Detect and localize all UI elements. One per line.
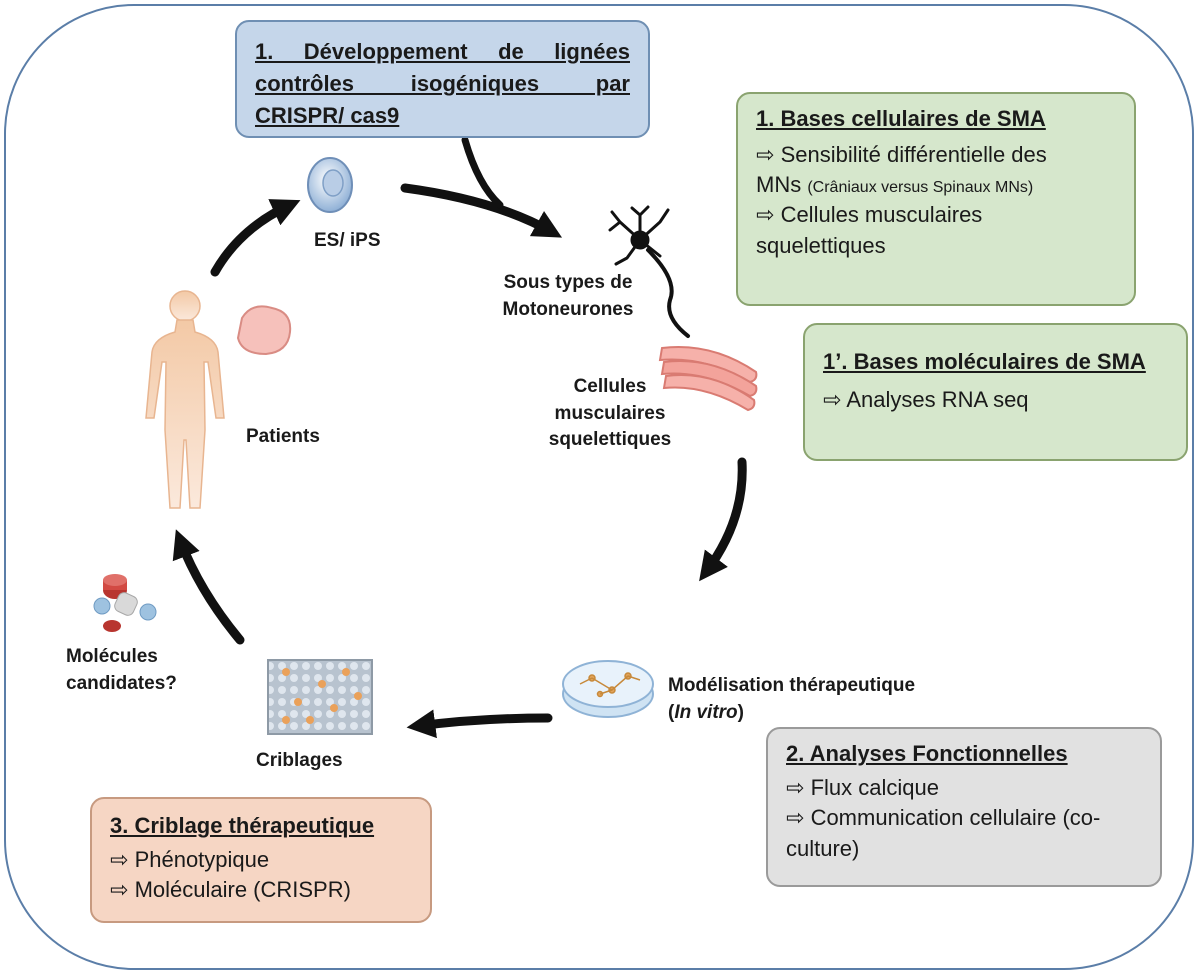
therapeutic-screening-title: 3. Criblage thérapeutique bbox=[110, 813, 375, 838]
arrow-bullet-icon: ⇨ bbox=[823, 387, 842, 413]
cellular-item-1b: MNs bbox=[756, 172, 802, 198]
functional-item-2a: Communication cellulaire (co- bbox=[810, 805, 1101, 831]
label-modeling-line-2: (In vitro) bbox=[668, 701, 744, 723]
label-modeling-in-vitro: In vitro bbox=[674, 701, 738, 723]
functional-item-1: Flux calcique bbox=[810, 774, 939, 800]
functional-analyses-title: 2. Analyses Fonctionnelles bbox=[786, 741, 1068, 766]
arrow-screening-to-patients bbox=[172, 529, 245, 645]
patient-cell-icon bbox=[236, 305, 292, 356]
label-modeling-line-1: Modélisation thérapeutique bbox=[668, 675, 916, 696]
arrow-bullet-icon: ⇨ bbox=[786, 775, 805, 801]
arrow-muscle-to-modeling bbox=[699, 457, 747, 582]
crispr-box: 1. Développement de lignées contrôles is… bbox=[235, 20, 650, 138]
functional-analyses-box: 2. Analyses Fonctionnelles ⇨ Flux calciq… bbox=[766, 727, 1162, 887]
outer-frame bbox=[4, 4, 1194, 970]
arrow-bullet-icon: ⇨ bbox=[756, 142, 775, 168]
cellular-item-2b: squelettiques bbox=[756, 232, 886, 258]
molecular-bases-box: 1’. Bases moléculaires de SMA ⇨ Analyses… bbox=[803, 323, 1188, 461]
label-patients: Patients bbox=[246, 426, 320, 447]
label-muscle-line-2: musculaires bbox=[554, 402, 666, 424]
label-molecules-line-2: candidates? bbox=[66, 672, 177, 694]
screening-plate-icon bbox=[267, 659, 373, 735]
functional-item-2b: culture) bbox=[786, 836, 860, 862]
label-modeling: Modélisation thérapeutique (In vitro) bbox=[668, 673, 915, 726]
muscle-fibers-icon bbox=[658, 346, 758, 412]
label-muscle-cells: Cellules musculaires squelettiques bbox=[520, 374, 700, 454]
crispr-title-line-1: 1. Développement de lignées bbox=[255, 39, 630, 64]
screening-item-1: Phénotypique bbox=[134, 846, 270, 872]
cellular-bases-box: 1. Bases cellulaires de SMA ⇨ Sensibilit… bbox=[736, 92, 1136, 306]
candidate-molecules-icon bbox=[93, 574, 157, 632]
label-molecules-line-1: Molécules bbox=[66, 646, 158, 667]
arrow-crispr-to-cycle bbox=[461, 136, 504, 209]
stem-cell-icon bbox=[307, 157, 353, 213]
petri-dish-icon bbox=[562, 660, 654, 718]
molecular-bases-title: 1’. Bases moléculaires de SMA bbox=[823, 349, 1146, 374]
cellular-item-1a: Sensibilité différentielle des bbox=[780, 141, 1047, 167]
label-motoneurons-line-1: Sous types de bbox=[503, 272, 633, 293]
label-motoneurons: Sous types de Motoneurones bbox=[478, 270, 658, 323]
cellular-item-1-small: (Crâniaux versus Spinaux MNs) bbox=[807, 179, 1034, 197]
therapeutic-screening-box: 3. Criblage thérapeutique ⇨ Phénotypique… bbox=[90, 797, 432, 923]
cellular-item-2a: Cellules musculaires bbox=[780, 202, 983, 228]
arrow-bullet-icon: ⇨ bbox=[786, 806, 805, 832]
label-criblages: Criblages bbox=[256, 750, 343, 771]
arrow-bullet-icon: ⇨ bbox=[110, 878, 129, 904]
arrow-ips-to-motoneurons bbox=[400, 183, 563, 238]
molecular-item-1: Analyses RNA seq bbox=[846, 386, 1029, 412]
motor-neuron-icon bbox=[608, 205, 690, 338]
arrow-bullet-icon: ⇨ bbox=[756, 203, 775, 229]
label-candidate-molecules: Molécules candidates? bbox=[66, 644, 177, 697]
label-motoneurons-line-2: Motoneurones bbox=[502, 298, 634, 320]
label-muscle-line-1: Cellules bbox=[573, 376, 647, 397]
crispr-title-line-3: CRISPR/ cas9 bbox=[255, 102, 400, 128]
crispr-title-line-2: contrôles isogéniques par bbox=[255, 70, 630, 96]
label-es-ips: ES/ iPS bbox=[314, 230, 381, 251]
label-muscle-line-3: squelettiques bbox=[548, 429, 672, 451]
arrow-patients-to-ips bbox=[210, 199, 301, 277]
cellular-bases-title: 1. Bases cellulaires de SMA bbox=[756, 106, 1046, 131]
human-body-icon bbox=[145, 290, 225, 509]
screening-item-2: Moléculaire (CRISPR) bbox=[134, 877, 351, 903]
arrow-modeling-to-screening bbox=[406, 709, 553, 739]
arrow-bullet-icon: ⇨ bbox=[110, 847, 129, 873]
